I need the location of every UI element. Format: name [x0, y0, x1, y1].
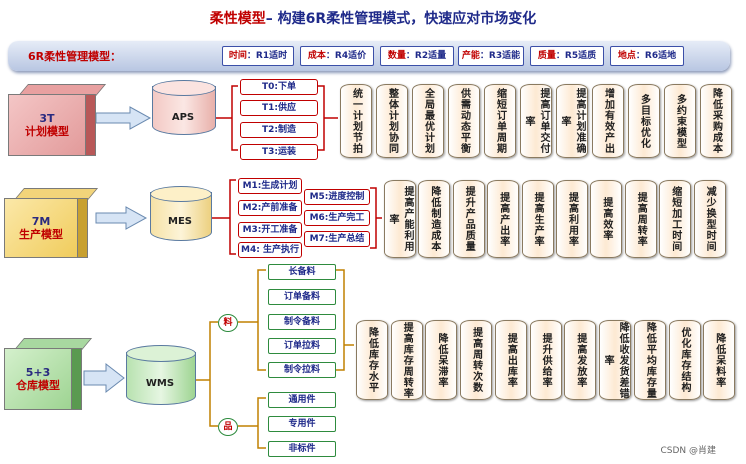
produce-pill: 减少换型时间	[693, 180, 726, 258]
stock-item-7: 专用件	[268, 416, 336, 432]
stock-item-6: 通用件	[268, 392, 336, 408]
stock-pill: 提高库存周转率	[390, 320, 423, 400]
stock-pill: 优化库存结构	[668, 320, 701, 400]
tag-capacity: 产能：R3适能	[458, 46, 524, 66]
aps-label: APS	[171, 112, 195, 123]
plan-pill: 多约束模型	[664, 84, 696, 158]
plan-pill: 缩短订单周期	[484, 84, 516, 158]
footer-watermark: CSDN @肖建	[660, 446, 716, 456]
group-materials: 料	[218, 314, 238, 332]
plan-pill: 全局最优计划	[412, 84, 444, 158]
produce-pill: 提高产能利用率	[384, 180, 416, 258]
produce-item-m7: M7:生产总结	[304, 231, 370, 247]
stock-pill: 提高出库率	[494, 320, 527, 400]
plan-item-t3: T3:运装	[240, 144, 318, 160]
stock-pill: 降低收发货差错率	[599, 320, 632, 400]
stock-item-4: 订单拉料	[268, 338, 336, 354]
wms-label: WMS	[145, 378, 175, 389]
stock-pill: 降低呆料率	[703, 320, 736, 400]
title-prefix: 柔性模型	[209, 11, 266, 27]
plan-item-t2: T2:制造	[240, 122, 318, 138]
plan-item-t0: T0:下单	[240, 79, 318, 95]
produce-item-m6: M6:生产完工	[304, 210, 370, 226]
plan-pill: 供需动态平衡	[448, 84, 480, 158]
plan-pill: 统一计划节拍	[340, 84, 372, 158]
produce-pill: 缩短加工时间	[659, 180, 692, 258]
stock-pill: 提升供给率	[529, 320, 562, 400]
produce-pill: 提高利用率	[556, 180, 588, 258]
plan-pill: 整体计划协同	[376, 84, 408, 158]
banner-label: 6R柔性管理模型：	[28, 50, 122, 63]
produce-item-m5: M5:进度控制	[304, 189, 370, 205]
stock-item-2: 订单备料	[268, 289, 336, 305]
wms-cylinder-top	[126, 345, 196, 362]
produce-item-m1: M1:生成计划	[238, 178, 302, 194]
stock-pill: 降低呆滞率	[425, 320, 458, 400]
stock-item-1: 长备料	[268, 264, 336, 280]
stock-pill: 提高周转次数	[460, 320, 493, 400]
tag-quality: 质量：R5适质	[530, 46, 604, 66]
produce-pill: 降低制造成本	[418, 180, 451, 258]
plan-pill: 多目标优化	[628, 84, 660, 158]
aps-cylinder-top	[152, 80, 216, 96]
plan-pill: 提高订单交付率	[520, 84, 552, 158]
tag-time: 时间：R1适时	[222, 46, 294, 66]
produce-item-m3: M3:开工准备	[238, 222, 302, 238]
tag-quantity: 数量：R2适量	[380, 46, 454, 66]
plan-pill: 提高计划准确率	[556, 84, 588, 158]
page-title: 柔性模型– 构建6R柔性管理模式，快速应对市场变化	[0, 8, 746, 28]
stock-pill: 降低库存水平	[356, 320, 388, 400]
tag-cost: 成本：R4适价	[300, 46, 374, 66]
produce-pill: 提高周转率	[624, 180, 657, 258]
produce-pill: 提高产出率	[487, 180, 520, 258]
group-products: 品	[218, 418, 238, 436]
mes-cylinder-top	[150, 186, 212, 202]
plan-pill: 增加有效产出	[592, 84, 624, 158]
mes-label: MES	[168, 216, 192, 227]
produce-pill: 提升产品质量	[452, 180, 485, 258]
produce-pill: 提高效率	[590, 180, 623, 258]
stock-item-8: 非标件	[268, 441, 336, 457]
produce-item-m4: M4: 生产执行	[238, 242, 302, 258]
produce-item-m2: M2:产前准备	[238, 200, 302, 216]
stock-item-3: 制令备料	[268, 314, 336, 330]
title-rest: – 构建6R柔性管理模式，快速应对市场变化	[265, 11, 537, 27]
plan-item-t1: T1:供应	[240, 100, 318, 116]
tag-location: 地点：R6适地	[610, 46, 684, 66]
produce-pill: 提高生产率	[521, 180, 554, 258]
stock-item-5: 制令拉料	[268, 362, 336, 378]
plan-pill: 降低采购成本	[700, 84, 732, 158]
stock-pill: 降低平均库存量	[633, 320, 666, 400]
stock-pill: 提高发放率	[564, 320, 597, 400]
